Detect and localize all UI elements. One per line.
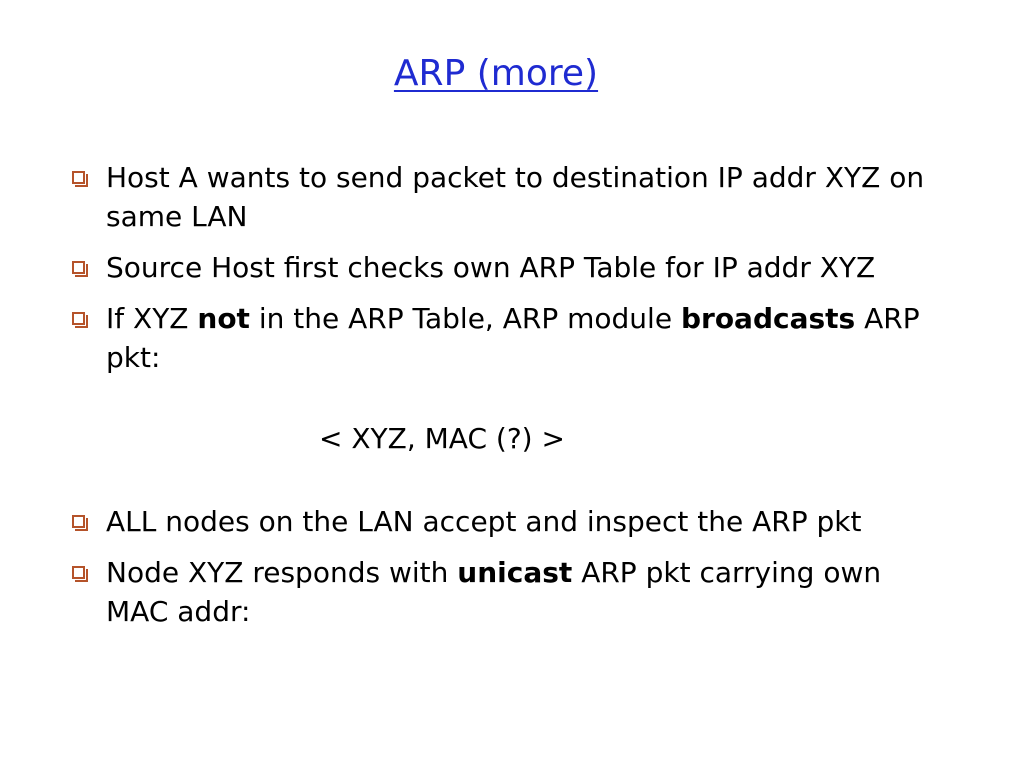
bullet-run: Node XYZ responds with — [106, 556, 458, 589]
spacer — [72, 458, 942, 502]
bullet-item: Source Host first checks own ARP Table f… — [72, 248, 942, 287]
bullet-text: ALL nodes on the LAN accept and inspect … — [106, 502, 942, 541]
bullet-run: in the ARP Table, ARP module — [249, 302, 681, 335]
bullet-item: ALL nodes on the LAN accept and inspect … — [72, 502, 942, 541]
bullet-list: Host A wants to send packet to destinati… — [72, 158, 942, 643]
slide-title: ARP (more) — [393, 53, 599, 94]
bullet-item: Node XYZ responds with unicast ARP pkt c… — [72, 553, 942, 631]
bullet-item: If XYZ not in the ARP Table, ARP module … — [72, 299, 942, 377]
bullet-run: Host A wants to send packet to destinati… — [106, 161, 925, 233]
bullet-run: Source Host first checks own ARP Table f… — [106, 251, 876, 284]
bullet-box-icon — [72, 312, 88, 328]
bullet-item: Host A wants to send packet to destinati… — [72, 158, 942, 236]
spacer — [72, 389, 942, 419]
bullet-text: Source Host first checks own ARP Table f… — [106, 248, 942, 287]
arp-packet-line: < XYZ, MAC (?) > — [319, 422, 565, 455]
bullet-run: ARP pkt: — [106, 302, 920, 374]
bullet-emphasis: unicast — [457, 556, 573, 589]
bullet-text: Host A wants to send packet to destinati… — [106, 158, 942, 236]
bullet-box-icon — [72, 566, 88, 582]
bullet-text: If XYZ not in the ARP Table, ARP module … — [106, 299, 942, 377]
bullet-box-icon — [72, 171, 88, 187]
bullet-run: If XYZ — [106, 302, 198, 335]
bullet-box-icon — [72, 261, 88, 277]
bullet-emphasis: broadcasts — [680, 302, 856, 335]
bullet-emphasis: not — [197, 302, 250, 335]
bullet-text: Node XYZ responds with unicast ARP pkt c… — [106, 553, 942, 631]
bullet-group-bottom: ALL nodes on the LAN accept and inspect … — [72, 502, 942, 631]
bullet-group-top: Host A wants to send packet to destinati… — [72, 158, 942, 377]
bullet-run: ARP pkt carrying own MAC addr: — [106, 556, 882, 628]
bullet-box-icon — [72, 515, 88, 531]
bullet-run: ALL nodes on the LAN accept and inspect … — [106, 505, 862, 538]
